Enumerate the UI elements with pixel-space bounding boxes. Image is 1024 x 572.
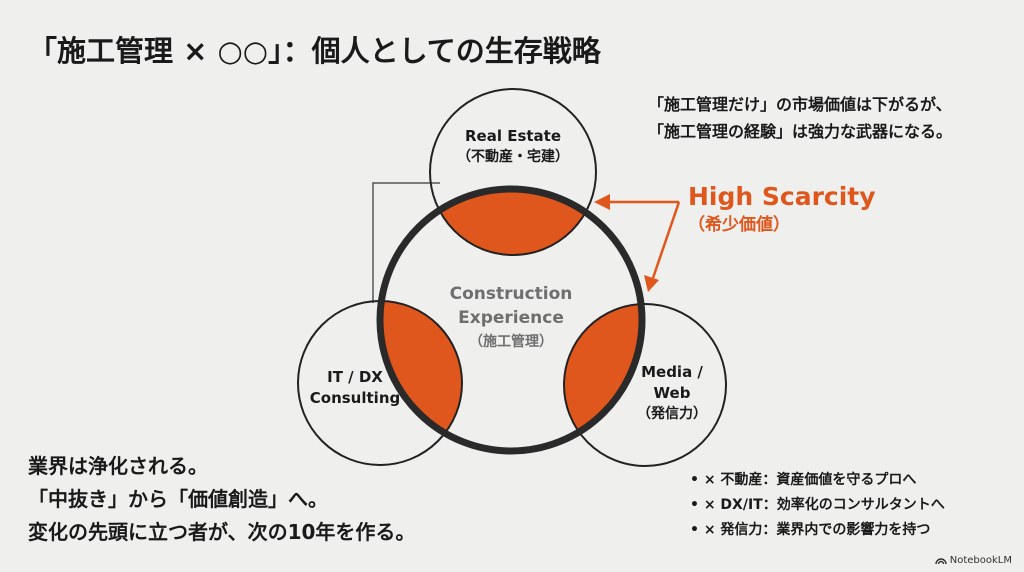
construction-line-3: （施工管理） <box>469 334 553 350</box>
real-estate-label: Real Estate （不動産・宅建） <box>440 126 586 168</box>
brand-label: NotebookLM <box>949 555 1012 566</box>
message-line-2: 「中抜き」から「価値創造」へ。 <box>28 487 328 511</box>
media-web-line-2: Web <box>653 384 691 402</box>
media-web-line-3: （発信力） <box>637 406 707 422</box>
notebooklm-logo-icon <box>935 558 947 565</box>
scarcity-en: High Scarcity <box>688 182 876 211</box>
real-estate-circle <box>429 88 597 256</box>
bullet-item: • × 不動産：資産価値を守るプロへ <box>690 472 917 488</box>
real-estate-en: Real Estate <box>464 127 562 145</box>
message-line-3: 変化の先頭に立つ者が、次の10年を作る。 <box>28 520 416 544</box>
high-scarcity-label: High Scarcity （希少価値） <box>688 181 876 237</box>
media-web-line-1: Media / <box>641 363 703 381</box>
key-quote: 「施工管理だけ」の市場価値は下がるが、 「施工管理の経験」は強力な武器になる。 <box>648 91 952 145</box>
construction-line-2: Experience <box>458 308 564 328</box>
slide-title: 「施工管理 × ○○」：個人としての生存戦略 <box>28 34 601 68</box>
message-line-1: 業界は浄化される。 <box>28 454 208 478</box>
quote-line-1: 「施工管理だけ」の市場価値は下がるが、 <box>648 95 952 114</box>
real-estate-jp: （不動産・宅建） <box>457 149 569 165</box>
scarcity-jp: （希少価値） <box>688 215 790 235</box>
closing-message: 業界は浄化される。 「中抜き」から「価値創造」へ。 変化の先頭に立つ者が、次の1… <box>28 450 415 549</box>
quote-line-2: 「施工管理の経験」は強力な武器になる。 <box>648 122 953 141</box>
connector-line <box>372 182 440 303</box>
construction-label: Construction Experience （施工管理） <box>421 282 601 354</box>
construction-circle <box>376 185 646 455</box>
it-dx-label: IT / DX Consulting <box>300 367 410 409</box>
brand-watermark: NotebookLM <box>935 555 1012 566</box>
it-dx-line-1: IT / DX <box>327 368 383 386</box>
construction-line-1: Construction <box>449 284 573 304</box>
bullet-item: • × DX/IT：効率化のコンサルタントへ <box>690 497 945 513</box>
bullet-item: • × 発信力：業界内での影響力を持つ <box>690 522 931 538</box>
scarcity-arrows <box>594 194 681 292</box>
strategy-bullets: • × 不動産：資産価値を守るプロへ • × DX/IT：効率化のコンサルタント… <box>690 468 945 543</box>
it-dx-line-2: Consulting <box>309 389 401 407</box>
media-web-circle <box>563 303 727 467</box>
media-web-label: Media / Web （発信力） <box>622 362 722 425</box>
